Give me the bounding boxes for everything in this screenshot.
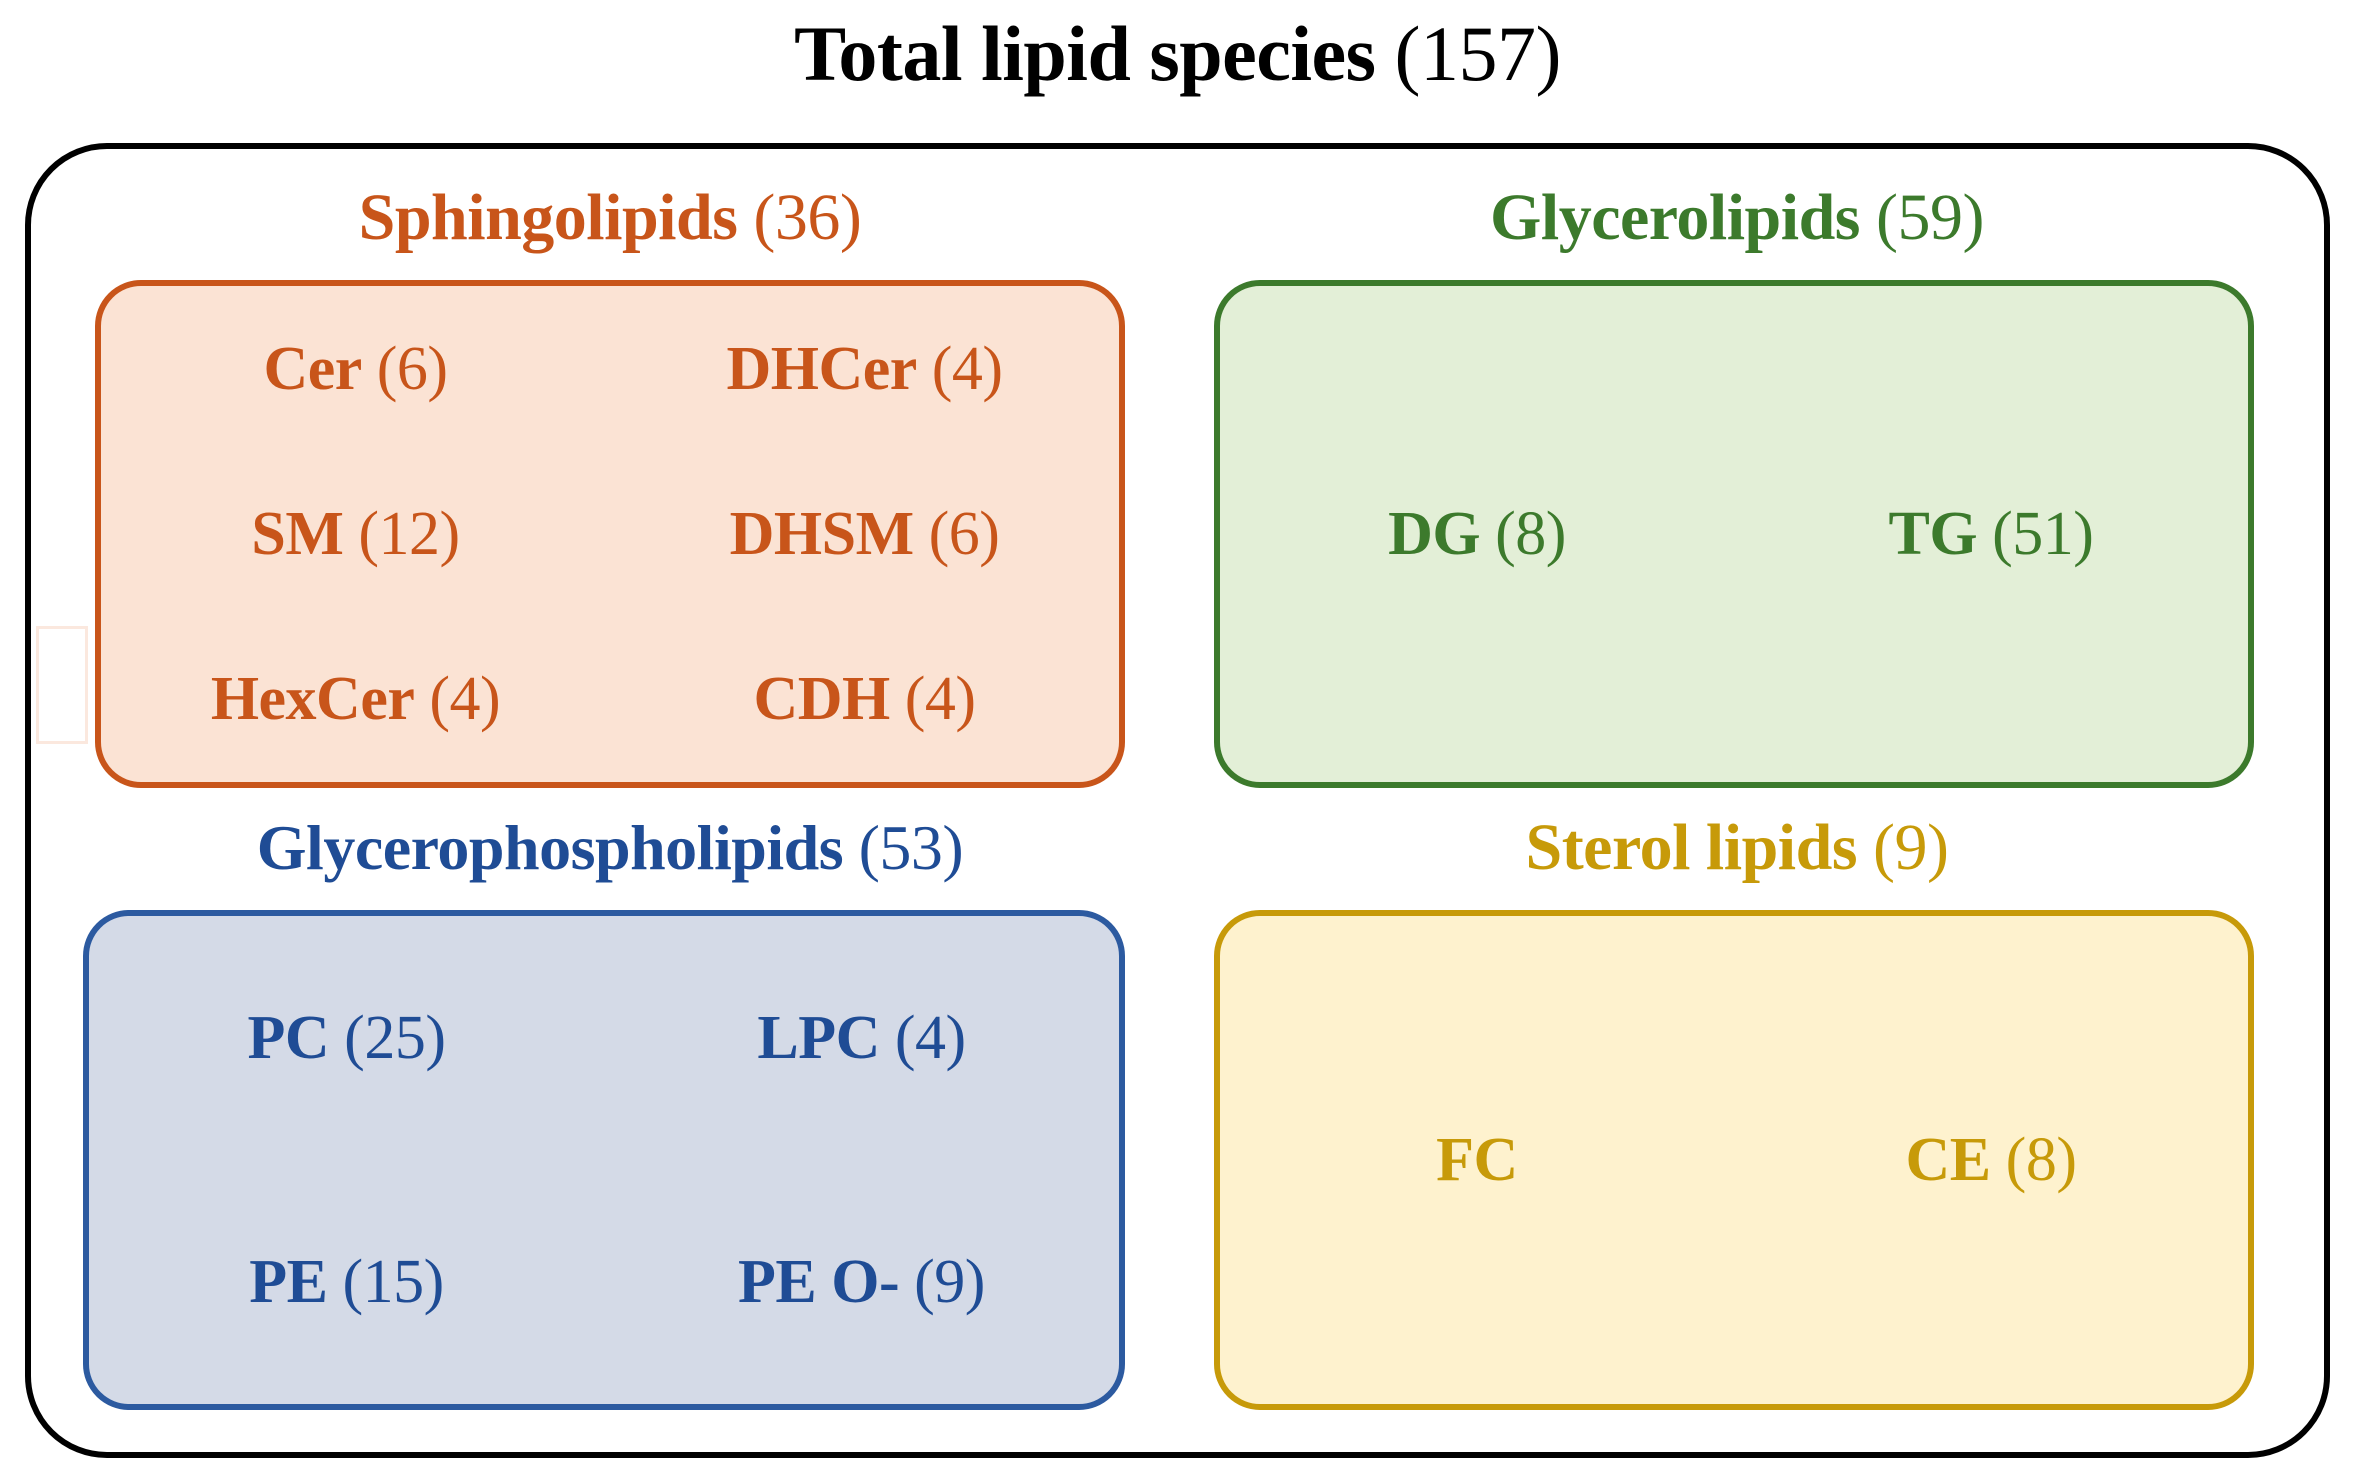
species-hexcer: HexCer (4) [210, 665, 501, 734]
species-cdh: CDH (4) [753, 665, 976, 734]
category-sterol-lipids: Sterol lipids (9) FC CE (8) [1182, 806, 2292, 1414]
species-cell: TG (51) [1734, 499, 2248, 569]
species-cell: PC (25) [89, 916, 604, 1160]
category-box-glycerolipids: DG (8) TG (51) [1214, 280, 2254, 788]
outer-container-box [25, 143, 2330, 1458]
category-label-glycerophospholipids: Glycerophospholipids (53) [55, 806, 1165, 890]
category-label-count: (59) [1876, 181, 1984, 254]
category-label-name: Sphingolipids [358, 181, 738, 254]
species-pc: PC (25) [247, 1004, 446, 1072]
species-cell: DHCer (4) [610, 286, 1119, 451]
category-box-sphingolipids: Cer (6) DHCer (4) SM (12) DHSM (6) HexCe… [95, 280, 1125, 788]
category-glycerolipids: Glycerolipids (59) DG (8) TG (51) [1182, 176, 2292, 788]
species-cell: CDH (4) [610, 617, 1119, 782]
category-label-sterol-lipids: Sterol lipids (9) [1182, 806, 2292, 890]
category-box-sterol-lipids: FC CE (8) [1214, 910, 2254, 1410]
category-label-sphingolipids: Sphingolipids (36) [55, 176, 1165, 260]
species-dg: DG (8) [1388, 500, 1566, 568]
page-title-count: (157) [1394, 10, 1561, 97]
species-ce: CE (8) [1905, 1126, 2077, 1194]
species-sm: SM (12) [251, 499, 460, 568]
category-label-name: Glycerolipids [1490, 181, 1860, 254]
species-cer: Cer (6) [263, 334, 448, 403]
category-sphingolipids: Sphingolipids (36) Cer (6) DHCer (4) SM … [55, 176, 1165, 788]
species-lpc: LPC (4) [757, 1004, 966, 1072]
species-cell: LPC (4) [604, 916, 1119, 1160]
category-glycerophospholipids: Glycerophospholipids (53) PC (25) LPC (4… [55, 806, 1165, 1414]
species-cell: DHSM (6) [610, 451, 1119, 616]
species-cell: DG (8) [1220, 499, 1734, 569]
page-title-name: Total lipid species [794, 10, 1376, 97]
species-cell: SM (12) [101, 451, 610, 616]
page-title: Total lipid species (157) [0, 6, 2355, 102]
category-box-glycerophospholipids: PC (25) LPC (4) PE (15) PE O- (9) [83, 910, 1125, 1410]
species-cell: Cer (6) [101, 286, 610, 451]
species-cell: CE (8) [1734, 1125, 2248, 1195]
category-label-glycerolipids: Glycerolipids (59) [1182, 176, 2292, 260]
category-label-name: Glycerophospholipids [256, 812, 844, 883]
species-dhcer: DHCer (4) [726, 334, 1003, 403]
species-cell: HexCer (4) [101, 617, 610, 782]
species-pe-o: PE O- (9) [738, 1248, 985, 1316]
category-label-name: Sterol lipids [1525, 811, 1858, 884]
species-fc: FC [1436, 1126, 1518, 1194]
species-cell: FC [1220, 1125, 1734, 1195]
species-dhsm: DHSM (6) [729, 499, 1000, 568]
category-label-count: (53) [858, 812, 964, 883]
edge-artifact-rect [36, 626, 88, 744]
category-label-count: (9) [1873, 811, 1949, 884]
species-pe: PE (15) [249, 1248, 444, 1316]
species-cell: PE O- (9) [604, 1160, 1119, 1404]
species-cell: PE (15) [89, 1160, 604, 1404]
species-tg: TG (51) [1888, 500, 2094, 568]
category-label-count: (36) [753, 181, 862, 254]
